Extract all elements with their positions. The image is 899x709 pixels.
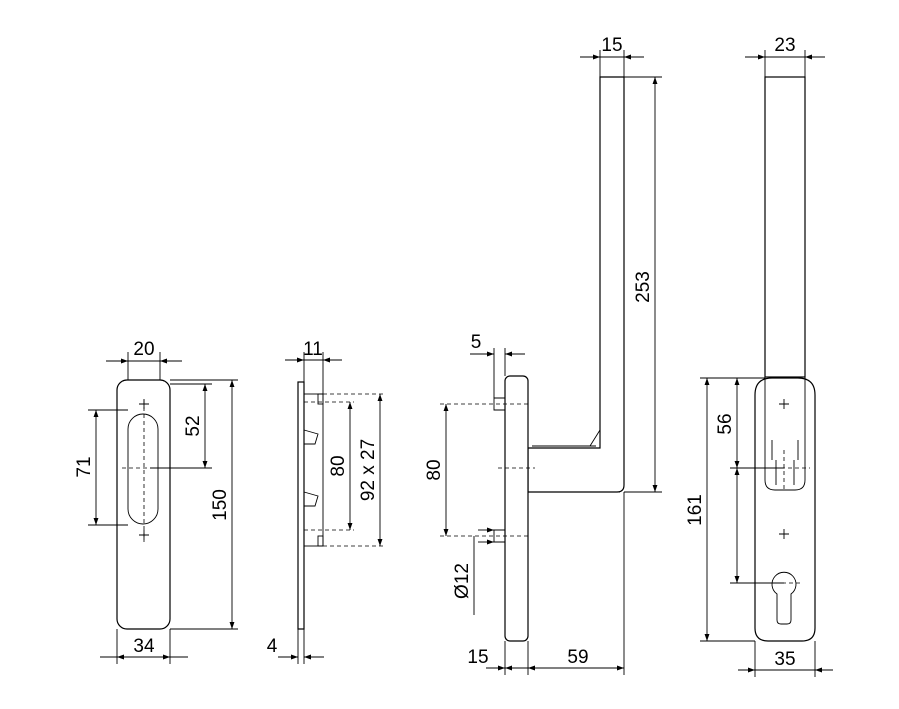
dim-side-thickness: 4 bbox=[267, 636, 278, 657]
side-lug-top bbox=[303, 429, 319, 445]
screw-mark-top bbox=[139, 399, 149, 409]
screw-mark-bottom bbox=[139, 530, 149, 540]
back-screw-mark-top bbox=[779, 399, 789, 409]
dim-handle-spindle: 5 bbox=[471, 332, 482, 353]
dim-back-offset: 56 bbox=[715, 413, 736, 434]
side-lug-bottom bbox=[303, 491, 319, 507]
dim-handle-length: 253 bbox=[633, 271, 654, 303]
dim-side-spacing: 80 bbox=[328, 455, 349, 476]
dim-handle-diameter: Ø12 bbox=[452, 563, 473, 599]
dim-back-width: 35 bbox=[774, 649, 795, 670]
back-lever bbox=[764, 76, 806, 378]
handle-lever bbox=[527, 76, 625, 493]
side-plate bbox=[297, 381, 305, 630]
dim-handle-top-width: 15 bbox=[601, 35, 622, 56]
dim-front-hole-offset: 52 bbox=[183, 415, 204, 436]
dim-side-thickness-top: 11 bbox=[303, 339, 323, 360]
dim-handle-spacing: 80 bbox=[424, 459, 445, 480]
rosette-plate bbox=[116, 379, 171, 630]
spindle-pin-bottom bbox=[493, 529, 505, 543]
handle-side-view: 15 253 5 80 Ø12 15 59 bbox=[424, 35, 662, 675]
side-body bbox=[303, 393, 324, 547]
back-view: 23 56 161 35 bbox=[685, 35, 833, 677]
rosette-slot bbox=[127, 413, 159, 525]
dim-back-top-width: 23 bbox=[774, 35, 795, 56]
dim-front-slot-length: 71 bbox=[74, 456, 95, 477]
dim-front-width-top: 20 bbox=[133, 339, 154, 360]
back-screw-mark-mid bbox=[779, 529, 789, 539]
dim-handle-base: 15 bbox=[467, 647, 488, 668]
spindle-pin-top bbox=[493, 397, 505, 411]
dim-front-height: 150 bbox=[210, 489, 231, 521]
dim-front-width: 34 bbox=[133, 636, 155, 657]
dim-back-height: 161 bbox=[685, 494, 706, 526]
handle-rosette-plate bbox=[504, 375, 529, 642]
back-plate bbox=[754, 377, 816, 642]
dim-handle-projection: 59 bbox=[567, 647, 588, 668]
rosette-front-view: 20 71 52 150 34 bbox=[74, 339, 238, 664]
dim-side-cutout: 92 x 27 bbox=[358, 439, 379, 501]
cylinder-cutout bbox=[771, 571, 797, 625]
rosette-side-view: 11 80 92 x 27 4 bbox=[267, 339, 384, 664]
